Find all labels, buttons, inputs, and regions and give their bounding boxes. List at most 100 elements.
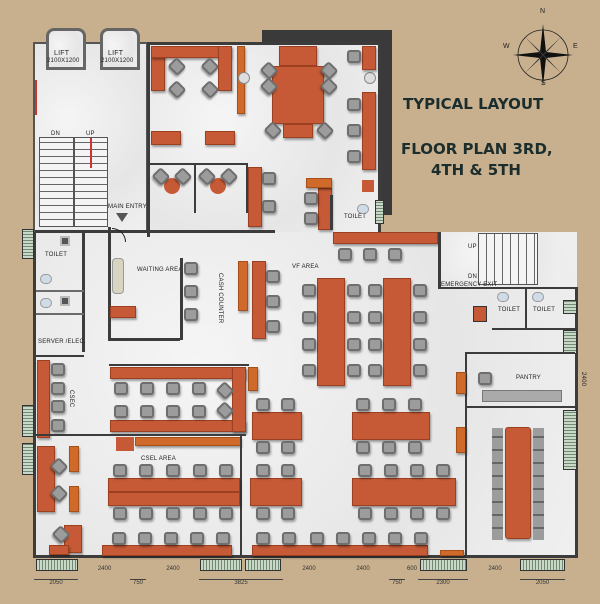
basin-icon <box>60 236 70 246</box>
window <box>22 229 34 259</box>
chair <box>140 382 154 395</box>
chair <box>281 441 295 454</box>
chair <box>166 507 180 520</box>
toilet-icon <box>40 298 52 308</box>
dim-label: 2050 <box>520 579 565 586</box>
desk <box>248 167 262 227</box>
compass-s: S <box>541 80 546 87</box>
window <box>420 559 467 571</box>
dim-label: 2400 <box>488 566 502 572</box>
chair <box>266 270 280 283</box>
plant-icon <box>238 72 250 84</box>
reception-desk <box>110 306 136 318</box>
window <box>36 559 78 571</box>
chair <box>304 212 318 225</box>
chair <box>347 150 361 163</box>
toilet-icon <box>497 292 509 302</box>
chair <box>302 311 316 324</box>
chair <box>184 308 198 321</box>
desk-row <box>110 367 246 379</box>
toilet-icon <box>357 204 369 214</box>
chair <box>388 532 402 545</box>
toilet-top-label: TOILET <box>344 214 367 220</box>
chair <box>51 400 65 413</box>
wall-core-bottom <box>35 230 275 233</box>
lift-2 <box>100 28 140 70</box>
chair <box>382 398 396 411</box>
chair <box>113 507 127 520</box>
desk-phone-icon <box>362 180 374 192</box>
chair <box>262 200 276 213</box>
main-entry-label: MAIN ENTRY <box>108 204 147 210</box>
desk <box>69 486 79 512</box>
desk-row <box>252 412 302 440</box>
wall-toilets-bottom <box>492 328 576 330</box>
chair <box>408 441 422 454</box>
chair <box>363 248 377 261</box>
compass-w: W <box>503 43 510 50</box>
desk-cluster <box>383 278 411 386</box>
desk <box>362 46 376 70</box>
chair <box>338 248 352 261</box>
chair <box>266 295 280 308</box>
wall <box>36 290 84 292</box>
lift-2-label: LIFT <box>108 50 124 57</box>
stair-red-line <box>35 80 37 115</box>
wall-top <box>148 42 380 45</box>
desk <box>252 261 266 339</box>
wall-pantry <box>465 352 575 354</box>
compass-n: N <box>540 8 546 15</box>
chair <box>139 507 153 520</box>
wall-top-right-inner <box>378 44 381 234</box>
server-label: SERVER /ELEC. <box>38 339 86 345</box>
lift-2-size: 2100X1200 <box>101 58 134 64</box>
chair <box>410 507 424 520</box>
chair <box>281 464 295 477</box>
cash-counter-label: CASH COUNTER <box>217 273 223 324</box>
chair <box>368 311 382 324</box>
chair <box>368 284 382 297</box>
chair <box>114 405 128 418</box>
chair <box>347 311 361 324</box>
csec-label: CSEC <box>68 390 74 408</box>
desk-row <box>250 478 302 506</box>
chair <box>347 364 361 377</box>
wall-pod-div <box>194 163 196 213</box>
chair <box>413 364 427 377</box>
conference-table <box>272 66 324 124</box>
desk <box>37 360 50 438</box>
wall-waiting-left <box>108 227 111 340</box>
chair <box>384 464 398 477</box>
sofa <box>112 258 124 294</box>
compass-icon <box>505 8 581 88</box>
chair-column <box>533 428 544 540</box>
chair <box>166 382 180 395</box>
chair <box>310 532 324 545</box>
desk <box>456 372 466 394</box>
chair <box>282 532 296 545</box>
wall-lift-right <box>147 42 150 237</box>
chair <box>478 372 492 385</box>
waiting-area-label: WAITING AREA <box>137 267 183 273</box>
chair <box>281 507 295 520</box>
staircase-emergency <box>478 233 538 285</box>
window <box>22 443 34 475</box>
chair <box>139 464 153 477</box>
chair <box>358 507 372 520</box>
dim-label: 2400 <box>97 566 112 572</box>
dim-label: 2300 <box>418 579 468 586</box>
round-table <box>210 178 226 194</box>
desk <box>151 131 181 145</box>
chair <box>356 441 370 454</box>
lounge-sofa-r <box>218 46 232 91</box>
toilet-left-label: TOILET <box>45 252 68 258</box>
dim-label: 600 <box>406 566 417 572</box>
chair <box>193 464 207 477</box>
wall-bottom <box>33 555 578 558</box>
chair <box>138 532 152 545</box>
pantry-label: PANTRY <box>516 375 541 381</box>
desk <box>248 367 258 391</box>
dim-label: 2400 <box>356 566 370 572</box>
toilet-icon <box>40 274 52 284</box>
desk <box>69 446 79 472</box>
